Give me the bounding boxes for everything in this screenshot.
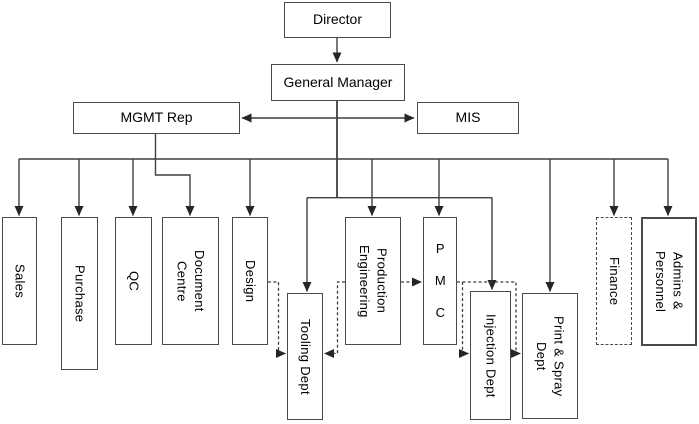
node-tooling-dept-label: Tooling Dept [297,318,313,395]
node-mis: MIS [417,102,519,134]
node-injection-dept-label: Injection Dept [483,313,499,398]
node-pmc-label: P M C [432,241,448,321]
node-design-label: Design [242,259,258,303]
node-production-engineering-label: Production Engineering [357,244,390,318]
edge-prodeng-tooling [324,281,345,358]
node-production-engineering: Production Engineering [345,217,401,345]
edge-mgmtrep-doccentre [154,134,195,216]
node-purchase-label: Purchase [72,264,88,323]
node-general-manager: General Manager [271,64,405,101]
edge-design-tooling [268,281,286,358]
node-general-manager-label: General Manager [283,73,393,90]
node-admins-personnel-label: Admins & Personnel [653,250,686,313]
node-pmc: P M C [423,217,457,345]
node-mgmt-rep: MGMT Rep [73,102,240,134]
node-print-spray-dept-label: Print & Spray Dept [534,315,567,397]
edge-pmc-printspray [462,281,521,358]
node-finance: Finance [596,217,632,345]
node-sales-label: Sales [12,263,28,299]
node-finance-label: Finance [606,256,622,306]
node-sales: Sales [2,217,37,345]
node-design: Design [232,217,268,345]
node-mgmt-rep-label: MGMT Rep [120,109,193,126]
node-document-centre-label: Document Centre [174,250,208,312]
node-tooling-dept: Tooling Dept [287,293,323,420]
node-purchase: Purchase [61,217,98,370]
node-mis-label: MIS [455,109,481,126]
node-print-spray-dept: Print & Spray Dept [522,293,578,419]
node-document-centre: Document Centre [162,217,219,345]
node-director: Director [284,2,391,38]
node-injection-dept: Injection Dept [470,291,511,420]
node-director-label: Director [312,11,362,28]
edge-pmc-injection [457,281,469,358]
node-qc-label: QC [126,270,142,292]
node-admins-personnel: Admins & Personnel [641,217,697,346]
node-qc: QC [115,217,152,345]
